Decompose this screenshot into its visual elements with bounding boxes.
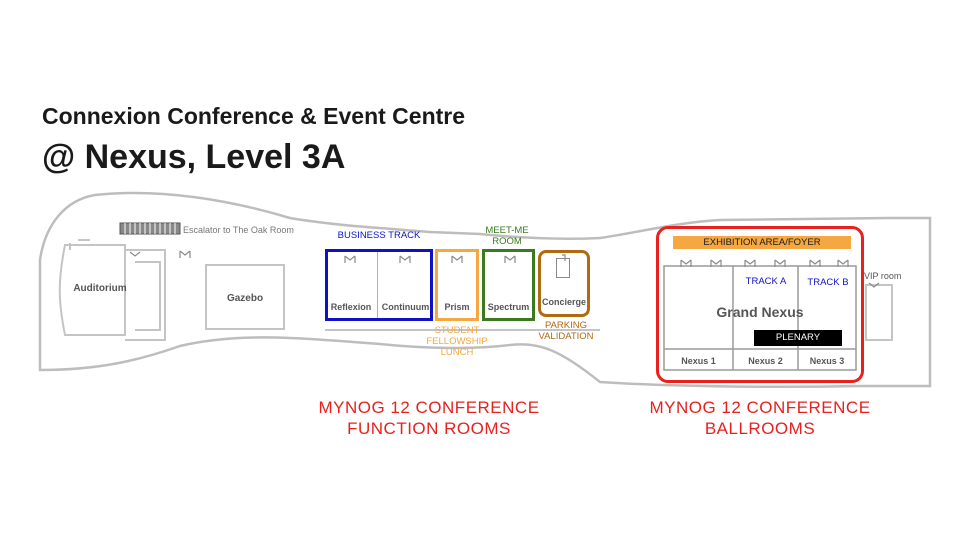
business-track-divider [377, 252, 378, 318]
auditorium-outline [58, 244, 126, 336]
track-a-label: TRACK A [745, 276, 787, 287]
escalator-stripes [124, 223, 176, 234]
room-continuum: Continuum [381, 302, 430, 312]
ballrooms-caption: MYNOG 12 CONFERENCE BALLROOMS [632, 397, 888, 439]
grand-nexus-label: Grand Nexus [716, 304, 804, 320]
business-track-box [325, 249, 433, 321]
track-b-label: TRACK B [807, 277, 849, 288]
vip-room-outline [865, 284, 893, 341]
student-fellowship-box [435, 249, 479, 321]
parking-line-2: VALIDATION [538, 331, 594, 342]
ballroom-nexus-3: Nexus 3 [809, 356, 845, 366]
function-caption-line-1: MYNOG 12 CONFERENCE [318, 398, 540, 417]
ballroom-nexus-1: Nexus 1 [681, 356, 716, 366]
parking-box [538, 250, 590, 317]
concierge-icon [556, 258, 570, 278]
door-icons [129, 250, 880, 288]
parking-line-1: PARKING [544, 320, 588, 331]
exhibition-banner [673, 236, 851, 249]
room-reflexion: Reflexion [330, 302, 372, 312]
meet-me-line-2: ROOM [492, 236, 522, 247]
function-rooms-caption: MYNOG 12 CONFERENCE FUNCTION ROOMS [300, 397, 558, 439]
venue-subtitle: @ Nexus, Level 3A [42, 138, 346, 176]
exhibition-label: EXHIBITION AREA/FOYER [703, 237, 821, 248]
floor-outline [38, 191, 932, 389]
function-caption-line-2: FUNCTION ROOMS [347, 419, 511, 438]
meet-me-box [482, 249, 535, 321]
student-line-2: FELLOWSHIP [426, 336, 488, 347]
escalator-label: Escalator to The Oak Room [183, 225, 294, 235]
meet-me-line-1: MEET-ME [485, 225, 529, 236]
plenary-banner [754, 330, 842, 346]
ballrooms-caption-line-2: BALLROOMS [704, 419, 816, 438]
room-prism: Prism [444, 302, 470, 312]
business-track-label: BUSINESS TRACK [337, 230, 421, 241]
ballroom-nexus-2: Nexus 2 [748, 356, 783, 366]
student-line-3: LUNCH [440, 347, 474, 358]
gazebo-outline [205, 264, 285, 330]
ballroom-highlight [656, 226, 864, 383]
room-spectrum: Spectrum [487, 302, 530, 312]
ballroom-grid [663, 265, 857, 371]
vip-room-label: VIP room [864, 271, 902, 281]
concierge-label: Concierge [541, 297, 586, 307]
student-line-1: STUDENT [434, 325, 480, 336]
venue-title: Connexion Conference & Event Centre [42, 103, 466, 129]
plenary-label: PLENARY [775, 332, 821, 343]
auditorium-label: Auditorium [73, 283, 127, 294]
gazebo-label: Gazebo [226, 293, 264, 304]
ballrooms-caption-line-1: MYNOG 12 CONFERENCE [649, 398, 871, 417]
